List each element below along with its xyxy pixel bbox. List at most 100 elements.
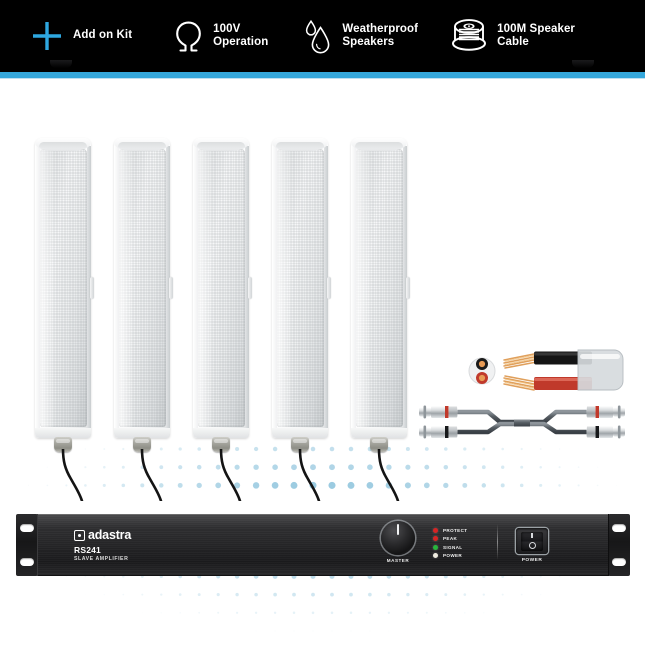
background-dot <box>274 630 276 632</box>
background-dot <box>369 630 371 632</box>
background-dot <box>198 611 201 614</box>
background-dot <box>501 593 504 596</box>
background-dot <box>178 447 182 451</box>
speaker-body <box>351 138 407 438</box>
background-dot <box>596 484 599 487</box>
background-dot <box>177 482 183 488</box>
background-dot <box>215 482 222 489</box>
background-dot <box>386 464 392 470</box>
led-indicator: PROTECT <box>433 526 467 535</box>
speaker-bracket-tab <box>168 277 173 299</box>
background-dot <box>234 464 240 470</box>
speaker-highlight <box>197 149 214 427</box>
background-dot <box>388 630 389 631</box>
background-dot <box>142 612 143 613</box>
speaker-edge-left <box>35 146 40 430</box>
background-dot <box>122 593 125 596</box>
led-indicator: POWER <box>433 552 467 561</box>
background-dot <box>481 465 486 470</box>
speaker-bottom-cap <box>272 428 328 438</box>
background-dot <box>366 482 374 489</box>
background-dot <box>234 482 241 489</box>
background-dot <box>425 593 429 597</box>
speaker-cable-artwork <box>468 349 624 391</box>
rack-ear-right <box>608 514 630 576</box>
background-dot <box>406 592 410 597</box>
background-dot <box>348 446 354 452</box>
feature-label: Add on Kit <box>73 29 133 42</box>
speaker-top-cap <box>272 138 328 151</box>
background-dot <box>558 448 561 450</box>
background-dot <box>254 592 258 597</box>
background-dot <box>217 611 220 614</box>
background-dot <box>254 611 258 614</box>
speaker-bottom-cap <box>193 428 249 438</box>
background-dot <box>85 594 86 595</box>
background-dot <box>367 464 373 471</box>
rack-slot <box>20 558 34 566</box>
column-speaker <box>114 138 173 501</box>
background-dot <box>443 482 449 489</box>
power-rocker-switch[interactable] <box>516 528 548 554</box>
power-switch-control[interactable]: POWER <box>512 528 552 572</box>
speaker-body <box>272 138 328 438</box>
rack-slot <box>612 524 626 532</box>
master-knob[interactable] <box>381 521 415 555</box>
led-lamp <box>433 553 438 559</box>
master-volume-control[interactable]: MASTER <box>377 521 419 571</box>
background-dot <box>329 446 335 452</box>
background-dot <box>196 464 202 470</box>
background-dot <box>424 464 430 470</box>
speaker-edge-right <box>402 146 407 430</box>
background-dot <box>179 612 181 614</box>
background-dot <box>539 465 542 469</box>
speaker-top-cap <box>114 138 170 151</box>
feature-add-on-kit: Add on Kit <box>30 0 132 72</box>
background-dot <box>159 447 163 451</box>
background-dot <box>311 592 315 597</box>
column-speaker <box>193 138 252 501</box>
led-lamp <box>433 544 438 550</box>
background-dot <box>483 612 485 614</box>
background-dot <box>310 446 316 452</box>
background-dot <box>349 592 353 597</box>
speaker-highlight <box>355 149 372 427</box>
background-dot <box>159 465 164 470</box>
background-dot <box>235 592 239 597</box>
speaker-edge-right <box>86 146 91 430</box>
speaker-bottom-cap <box>351 428 407 438</box>
background-dot <box>312 630 314 632</box>
background-dot <box>121 465 125 469</box>
feature-banner: Add on Kit 100V Operation Weatherproof S… <box>0 0 645 72</box>
background-dot <box>347 481 355 489</box>
background-dot <box>159 483 164 488</box>
background-dot <box>27 484 30 486</box>
brand-name: adastra <box>88 528 132 542</box>
background-dot <box>520 465 524 469</box>
speaker-bottom-cap <box>35 428 91 438</box>
background-dot <box>387 611 391 614</box>
speaker-lead-cable <box>219 449 242 501</box>
background-dot <box>578 448 579 449</box>
background-dot <box>481 483 487 488</box>
led-label: POWER <box>443 553 463 559</box>
background-dot <box>444 593 448 597</box>
led-lamp <box>433 527 438 533</box>
rack-slot <box>20 524 34 532</box>
amplifier-front-panel <box>37 514 609 576</box>
speaker-highlight <box>276 149 293 427</box>
background-dot <box>273 592 277 597</box>
background-dot <box>65 466 68 469</box>
background-dot <box>368 611 372 615</box>
water-drop-icon <box>302 18 333 55</box>
background-dot <box>197 593 201 597</box>
background-dot <box>331 630 333 632</box>
speaker-edge-right <box>244 146 249 430</box>
background-dot <box>368 592 372 597</box>
feature-100v-operation: 100V Operation <box>173 0 268 72</box>
column-speaker <box>272 138 331 501</box>
background-dot <box>178 593 182 596</box>
speaker-bracket-tab <box>326 277 331 299</box>
background-dot <box>501 465 505 469</box>
